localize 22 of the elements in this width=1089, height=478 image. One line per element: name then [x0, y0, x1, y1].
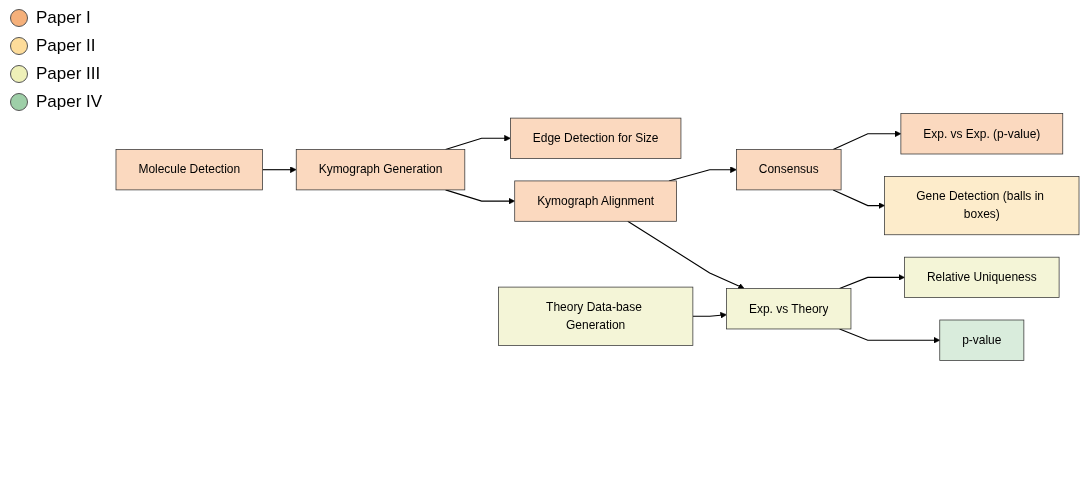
legend-label: Paper IV [36, 92, 103, 112]
legend-label: Paper II [36, 36, 96, 56]
node-box: Gene Detection (balls in boxes) [884, 176, 1080, 236]
node-box: Edge Detection for Size [510, 117, 682, 159]
arrow [262, 166, 297, 173]
legend-label: Paper III [36, 64, 101, 84]
node-box: Kymograph Alignment [514, 180, 677, 222]
arrow [627, 220, 745, 290]
node-box: Molecule Detection [115, 149, 263, 191]
arrow [832, 189, 885, 209]
node-box: p-value [939, 319, 1025, 361]
node-box: Kymograph Generation [295, 149, 466, 191]
arrow [692, 311, 727, 319]
node-box: Relative Uniqueness [904, 256, 1060, 298]
node-box: Theory Data-base Generation [498, 286, 694, 346]
node-box: Consensus [736, 149, 842, 191]
node-box: Exp. vs Theory [726, 288, 852, 330]
legend-label: Paper I [36, 8, 91, 28]
node-box: Exp. vs Exp. (p-value) [900, 113, 1064, 155]
arrow [832, 130, 902, 151]
arrow [839, 274, 905, 290]
arrow [839, 328, 941, 344]
